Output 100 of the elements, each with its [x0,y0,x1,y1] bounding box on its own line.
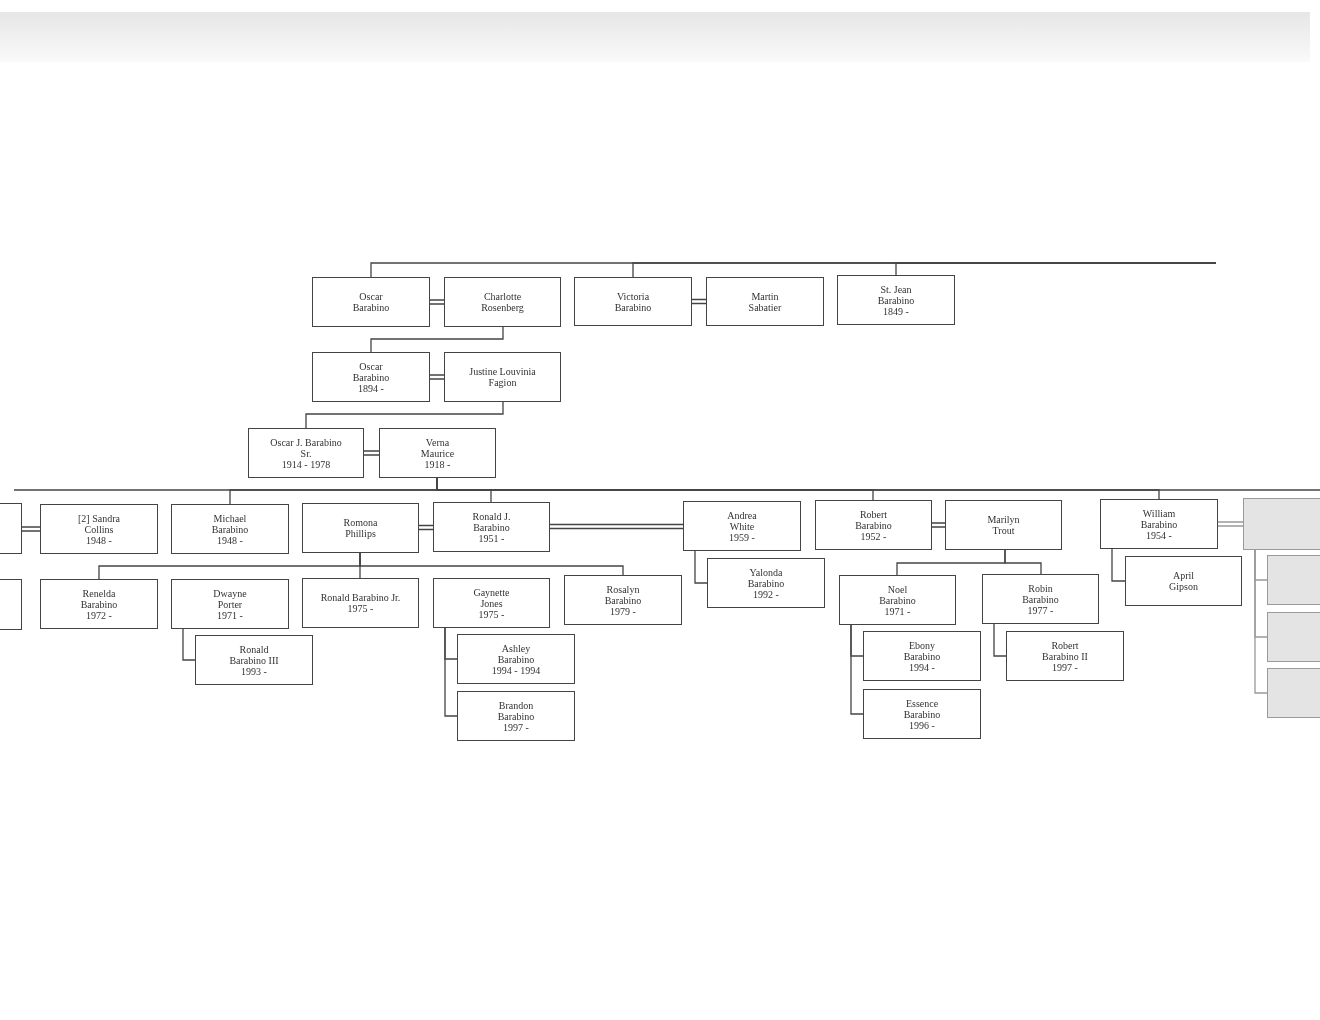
empty-box [1243,498,1320,550]
marriage-line [429,299,445,305]
person-name: April Gipson [1168,570,1199,592]
person-box [312,352,430,402]
person-box [574,277,692,326]
family-line [359,552,624,576]
person-box [195,635,313,685]
person-box [433,502,550,552]
marriage-line [363,450,380,456]
life-dates: 1997 - [503,721,529,733]
person-name: Robert Barabino [854,508,893,531]
person-name: Robin Barabino [1021,582,1060,605]
life-dates: 1975 - [478,608,505,620]
family-line [1111,548,1126,582]
person-box [457,691,575,741]
person-name: Martin Sabatier [747,290,783,313]
family-line [850,624,864,715]
empty-box [1267,612,1320,662]
family-line [370,326,504,353]
person-name: Oscar J. Barabino Sr. [269,436,343,459]
person-box [1125,556,1242,606]
person-name: Noel Barabino [878,583,917,606]
person-name: Rosalyn Barabino [603,583,643,606]
person-box [312,277,430,327]
life-dates: 1975 - [347,603,374,614]
person-name: Ronald Barabino III [228,643,280,666]
life-dates: 1894 - [358,382,384,394]
life-dates: 1971 - [217,609,243,621]
person-name: Romona Phillips [342,517,379,539]
life-dates: 1993 - [241,665,267,677]
person-name: Victoria Barabino [613,290,653,313]
life-dates: 1948 - [217,534,243,546]
person-box [564,575,682,625]
person-name: Ronald Barabino Jr. [320,592,401,603]
person-box [683,501,801,551]
person-box [863,631,981,681]
person-box [945,500,1062,550]
life-dates: 1954 - [1146,529,1172,541]
person-box [815,500,932,550]
person-box [706,277,824,326]
marriage-line [691,298,707,305]
life-dates: 1971 - [884,605,911,617]
person-box [302,578,419,628]
family-line [993,623,1007,657]
person-box [444,352,561,402]
person-name: Oscar Barabino [351,360,391,383]
life-dates: 1951 - [478,532,505,544]
marriage-line [418,524,434,531]
life-dates: 1996 - [909,719,935,731]
person-name: Oscar Barabino [351,291,391,313]
life-dates: 1948 - [86,534,112,546]
person-box [40,579,158,629]
person-box [248,428,364,478]
life-dates: 1997 - [1052,661,1078,673]
family-line [694,550,708,584]
person-box [379,428,496,478]
empty-box [1267,555,1320,605]
life-dates: 1972 - [86,609,112,621]
life-dates: 1994 - 1994 [491,664,541,676]
person-name: Ronald J. Barabino [471,510,512,533]
marriage-line [549,523,684,530]
person-name: Michael Barabino [210,512,250,535]
family-line [444,627,458,717]
person-box [837,275,955,325]
life-dates: 1979 - [610,605,636,617]
person-name: Brandon Barabino [496,699,536,722]
person-name: Verna Maurice [419,436,456,459]
person-name: [2] Sandra Collins [77,512,121,535]
life-dates: 1994 - [909,661,935,673]
life-dates: 1914 - 1978 [281,458,331,470]
life-dates: 1849 - [883,305,909,317]
person-box [457,634,575,684]
person-box [839,575,956,625]
life-dates: 1977 - [1027,604,1054,616]
marriage-line [429,374,445,380]
person-box [171,579,289,629]
person-name: Gaynette Jones [472,586,511,609]
person-name: Justine Louvinia Fagion [468,366,537,388]
life-dates: 1918 - [424,458,451,470]
person-name: Essence Barabino [902,697,942,720]
person-box [707,558,825,608]
person-name: Ebony Barabino [902,639,942,662]
person-name: William Barabino [1139,507,1179,530]
life-dates: 1959 - [729,531,755,543]
life-dates: 1992 - [753,588,779,600]
person-name: Charlotte Rosenberg [480,291,525,313]
person-name: Ashley Barabino [496,642,536,665]
life-dates: 1952 - [860,530,887,542]
family-line [305,401,504,429]
person-box [1100,499,1218,549]
person-box [863,689,981,739]
family-line [182,628,196,661]
person-name: Renelda Barabino [79,587,119,610]
person-name: Andrea White [726,509,758,532]
family-line [1254,549,1268,694]
person-name: Robert Barabino II [1041,639,1089,662]
person-box [1006,631,1124,681]
person-box [982,574,1099,624]
person-name: Dwayne Porter [212,587,248,610]
person-box [433,578,550,628]
